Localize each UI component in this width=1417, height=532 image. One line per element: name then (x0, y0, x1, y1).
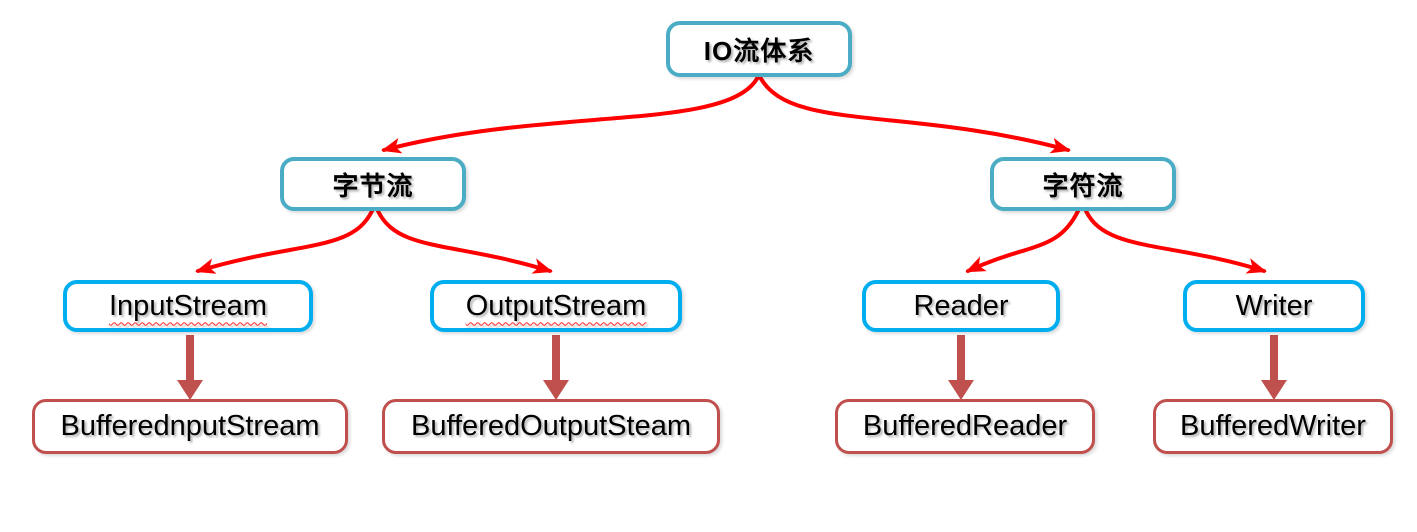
node-inputstream: InputStream (63, 280, 313, 332)
edge-writer-to-buffered-writer (1261, 335, 1287, 400)
node-label: BufferednputStream (60, 410, 320, 442)
node-label: Reader (913, 289, 1009, 322)
node-writer: Writer (1183, 280, 1365, 332)
node-label: BufferedOutputSteam (411, 410, 691, 442)
node-reader: Reader (862, 280, 1060, 332)
node-buffered-output-steam: BufferedOutputSteam (382, 399, 720, 454)
node-label: 字节流 (332, 170, 414, 201)
node-label: IO流体系 (703, 35, 815, 66)
node-label: BufferedWriter (1180, 410, 1366, 442)
edge-char-stream-to-writer (1084, 209, 1267, 274)
edge-byte-stream-to-outputstream (376, 209, 553, 274)
edge-inputstream-to-buffered-input-stream (177, 335, 203, 400)
node-buffered-writer: BufferedWriter (1153, 399, 1393, 454)
edge-outputstream-to-buffered-output-steam (543, 335, 569, 400)
node-buffered-input-stream: BufferednputStream (32, 399, 348, 454)
node-label: BufferedReader (862, 410, 1068, 442)
node-label: InputStream (109, 289, 267, 322)
node-buffered-reader: BufferedReader (835, 399, 1095, 454)
edge-byte-stream-to-inputstream (195, 209, 374, 274)
node-label: Writer (1235, 289, 1313, 322)
node-outputstream: OutputStream (430, 280, 682, 332)
edge-root-to-byte-stream (381, 75, 760, 154)
node-io-stream-system: IO流体系 (666, 21, 852, 77)
edge-root-to-char-stream (758, 75, 1071, 154)
node-char-stream: 字符流 (990, 157, 1176, 211)
node-label: OutputStream (465, 289, 647, 322)
edge-char-stream-to-reader (965, 209, 1080, 273)
node-label: 字符流 (1042, 170, 1124, 201)
node-byte-stream: 字节流 (280, 157, 466, 211)
edge-reader-to-buffered-reader (948, 335, 974, 400)
